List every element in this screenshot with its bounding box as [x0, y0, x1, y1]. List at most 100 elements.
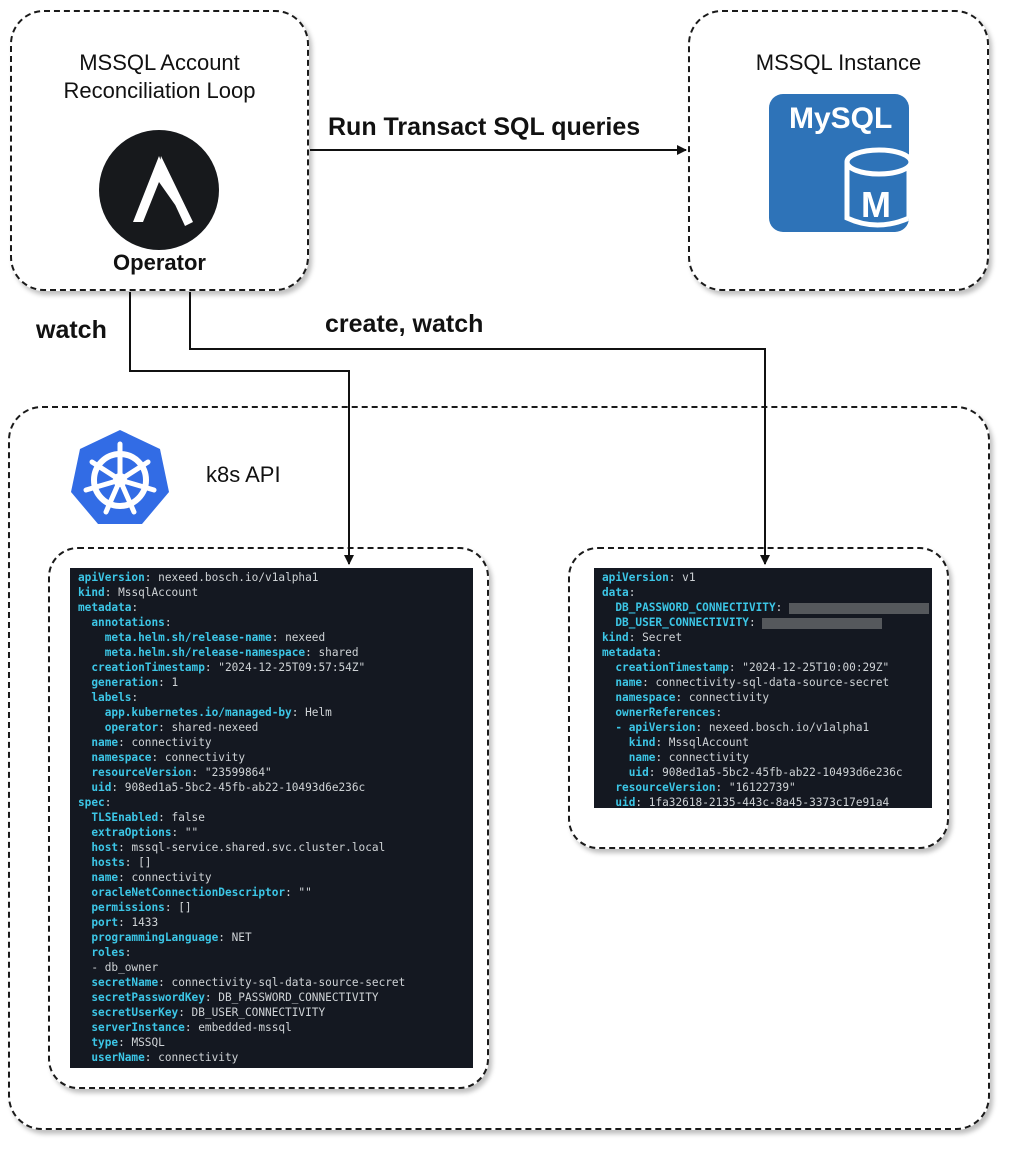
yaml-line: meta.helm.sh/release-namespace: shared — [104, 646, 359, 659]
yaml-value: [] — [131, 856, 152, 869]
yaml-key: uid — [91, 781, 112, 794]
yaml-line: userName: connectivity — [91, 1051, 239, 1064]
yaml-key: kind — [628, 736, 656, 749]
yaml-key: kind — [78, 586, 105, 599]
yaml-line: roles: — [91, 946, 132, 959]
yaml-value: DB_USER_CONNECTIVITY — [184, 1006, 326, 1019]
yaml-key: operator — [104, 721, 159, 734]
yaml-key: metadata — [602, 646, 656, 659]
yaml-key: - apiVersion — [615, 721, 696, 734]
yaml-line: DB_PASSWORD_CONNECTIVITY: — [602, 600, 932, 615]
yaml-line: hosts: [] — [91, 856, 152, 869]
yaml-value: connectivity — [124, 871, 212, 884]
yaml-key: hosts — [91, 856, 125, 869]
yaml-line: name: connectivity — [91, 736, 212, 749]
yaml-line: data: — [602, 586, 636, 599]
yaml-value: MssqlAccount — [662, 736, 749, 749]
yaml-key: metadata — [78, 601, 132, 614]
yaml-key: labels — [91, 691, 132, 704]
yaml-line: host: mssql-service.shared.svc.cluster.l… — [91, 841, 386, 854]
yaml-key: resourceVersion — [91, 766, 192, 779]
operator-node: MSSQL Account Reconciliation Loop Operat… — [10, 10, 309, 291]
yaml-key: userName — [91, 1051, 145, 1064]
yaml-value: "16122739" — [722, 781, 796, 794]
watch-edge — [129, 292, 354, 565]
yaml-key: apiVersion — [602, 571, 669, 584]
yaml-key: programmingLanguage — [91, 931, 219, 944]
yaml-value: "2024-12-25T10:00:29Z" — [735, 661, 890, 674]
yaml-key: DB_USER_CONNECTIVITY — [615, 616, 749, 629]
yaml-value: [] — [171, 901, 192, 914]
yaml-line: apiVersion: nexeed.bosch.io/v1alpha1 — [78, 571, 319, 584]
yaml-value: mssql-service.shared.svc.cluster.local — [124, 841, 386, 854]
yaml-key: serverInstance — [91, 1021, 185, 1034]
yaml-line: kind: Secret — [602, 631, 683, 644]
yaml-value: nexeed.bosch.io/v1alpha1 — [151, 571, 319, 584]
yaml-line: type: MSSQL — [91, 1036, 165, 1049]
yaml-key: resourceVersion — [615, 781, 716, 794]
yaml-line: name: connectivity — [91, 871, 212, 884]
yaml-key: uid — [628, 766, 649, 779]
yaml-key: name — [628, 751, 656, 764]
yaml-key: secretName — [91, 976, 159, 989]
yaml-value: MSSQL — [124, 1036, 165, 1049]
yaml-key: uid — [615, 796, 636, 808]
yaml-line: meta.helm.sh/release-name: nexeed — [104, 631, 326, 644]
yaml-line: resourceVersion: "23599864" — [91, 766, 272, 779]
yaml-value: nexeed — [278, 631, 326, 644]
yaml-line: creationTimestamp: "2024-12-25T10:00:29Z… — [615, 661, 890, 674]
yaml-line: secretUserKey: DB_USER_CONNECTIVITY — [91, 1006, 326, 1019]
redacted-value — [762, 617, 883, 629]
yaml-line: creationTimestamp: "2024-12-25T09:57:54Z… — [91, 661, 366, 674]
yaml-line: name: connectivity-sql-data-source-secre… — [615, 676, 890, 689]
yaml-value: 908ed1a5-5bc2-45fb-ab22-10493d6e236c — [118, 781, 366, 794]
yaml-value: shared-nexeed — [164, 721, 259, 734]
yaml-value: connectivity — [158, 751, 245, 764]
yaml-key: secretUserKey — [91, 1006, 179, 1019]
yaml-key: DB_PASSWORD_CONNECTIVITY — [615, 601, 776, 614]
yaml-key: oracleNetConnectionDescriptor — [91, 886, 286, 899]
k8s-api-title: k8s API — [206, 462, 281, 487]
yaml-key: roles — [91, 946, 125, 959]
operator-title-line1: MSSQL Account — [79, 50, 240, 75]
yaml-key: permissions — [91, 901, 165, 914]
yaml-key: apiVersion — [78, 571, 145, 584]
yaml-value: 908ed1a5-5bc2-45fb-ab22-10493d6e236c — [655, 766, 903, 779]
yaml-value: "" — [291, 886, 312, 899]
yaml-value: "" — [178, 826, 199, 839]
yaml-line: DB_USER_CONNECTIVITY: — [602, 615, 932, 630]
yaml-key: name — [91, 871, 119, 884]
yaml-line: serverInstance: embedded-mssql — [91, 1021, 292, 1034]
yaml-line: oracleNetConnectionDescriptor: "" — [91, 886, 312, 899]
yaml-key: meta.helm.sh/release-namespace — [104, 646, 306, 659]
yaml-key: annotations — [91, 616, 165, 629]
watch-edge-label: watch — [36, 316, 107, 344]
mssqlaccount-yaml-block: apiVersion: nexeed.bosch.io/v1alpha1 kind… — [70, 568, 473, 1068]
yaml-line: uid: 908ed1a5-5bc2-45fb-ab22-10493d6e236… — [628, 766, 903, 779]
yaml-value: Secret — [635, 631, 683, 644]
mysql-logo-text: MySQL — [789, 102, 893, 135]
yaml-line: secretName: connectivity-sql-data-source… — [91, 976, 406, 989]
yaml-key: port — [91, 916, 119, 929]
yaml-key: extraOptions — [91, 826, 172, 839]
yaml-value: connectivity — [124, 736, 212, 749]
operator-title-line2: Reconciliation Loop — [63, 78, 256, 103]
yaml-value: connectivity-sql-data-source-secret — [164, 976, 406, 989]
yaml-value: false — [164, 811, 205, 824]
yaml-key: app.kubernetes.io/managed-by — [104, 706, 292, 719]
yaml-line: metadata: — [78, 601, 139, 614]
yaml-key: name — [615, 676, 643, 689]
yaml-value: MssqlAccount — [111, 586, 199, 599]
ansible-logo-icon — [99, 130, 219, 250]
yaml-line: uid: 908ed1a5-5bc2-45fb-ab22-10493d6e236… — [91, 781, 366, 794]
yaml-key: name — [91, 736, 119, 749]
yaml-line: ownerReferences: — [615, 706, 723, 719]
yaml-value: v1 — [675, 571, 696, 584]
yaml-line: resourceVersion: "16122739" — [615, 781, 796, 794]
yaml-line: permissions: [] — [91, 901, 192, 914]
yaml-key: spec — [78, 796, 105, 809]
yaml-line: TLSEnabled: false — [91, 811, 205, 824]
mssql-instance-title: MSSQL Instance — [755, 50, 922, 75]
yaml-line: port: 1433 — [91, 916, 159, 929]
